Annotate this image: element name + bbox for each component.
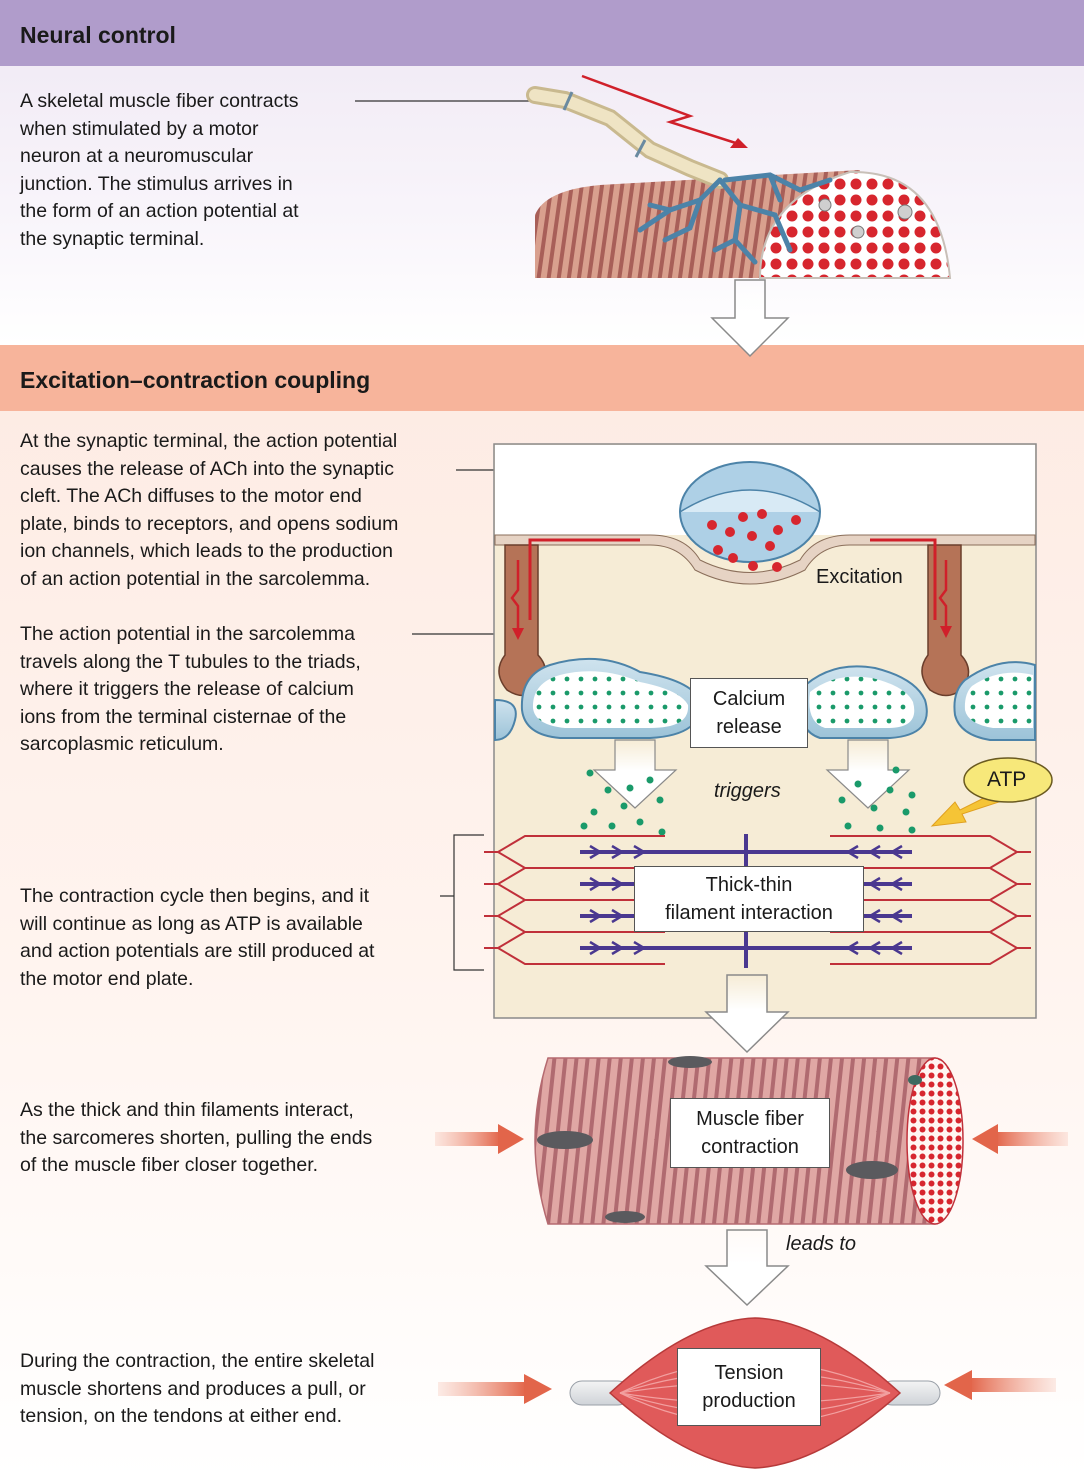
tension-production-label: Tension production (677, 1348, 821, 1426)
muscle-fiber-contraction-label: Muscle fiber contraction (670, 1098, 830, 1168)
push-arrow-left-shaft (435, 1132, 500, 1146)
neural-control-description: A skeletal muscle fiber contracts when s… (20, 90, 299, 250)
t-tubule-left (498, 538, 640, 697)
synaptic-terminal-branches (637, 172, 833, 265)
muscle-fiber-neuromuscular-illustration (535, 170, 952, 279)
calcium-ions (580, 766, 916, 836)
excitation-label: Excitation (816, 566, 903, 588)
bracket-contraction-cycle (440, 834, 484, 971)
atp-label: ATP (987, 768, 1027, 791)
synaptic-vesicle (679, 461, 821, 572)
ach-release-description: At the synaptic terminal, the action pot… (20, 430, 399, 590)
triggers-label: triggers (714, 780, 781, 802)
flow-arrow-2 (704, 974, 790, 1054)
t-tubule-description: The action potential in the sarcolemma t… (20, 623, 361, 756)
motor-neuron-axon (526, 86, 729, 189)
push-arrow-right-shaft (996, 1132, 1068, 1146)
tension-arrow-left-shaft (438, 1382, 526, 1396)
t-tubule-right (870, 538, 970, 697)
neural-control-header: Neural control (0, 0, 1084, 66)
tension-arrow-right-shaft (970, 1378, 1056, 1392)
atp-ellipse (963, 757, 1053, 803)
tension-arrow-right-head (944, 1370, 972, 1400)
push-arrow-right-head (972, 1124, 998, 1154)
sarcoplasmic-reticulum (494, 657, 1036, 742)
calcium-release-label: Calcium release (690, 678, 808, 748)
tension-description: During the contraction, the entire skele… (20, 1350, 375, 1428)
tension-arrow-left-head (524, 1374, 552, 1404)
thick-thin-filament-label: Thick-thin filament interaction (634, 866, 864, 932)
action-potential-arrow (581, 74, 748, 148)
coupling-header: Excitation–contraction coupling (0, 345, 1084, 411)
sarcomere-shortening-description: As the thick and thin filaments interact… (20, 1099, 373, 1177)
contraction-cycle-description: The contraction cycle then begins, and i… (20, 885, 375, 990)
flow-arrow-1 (710, 279, 790, 358)
flow-arrow-3 (704, 1229, 790, 1307)
leads-to-label: leads to (786, 1233, 857, 1255)
push-arrow-left-head (498, 1124, 524, 1154)
